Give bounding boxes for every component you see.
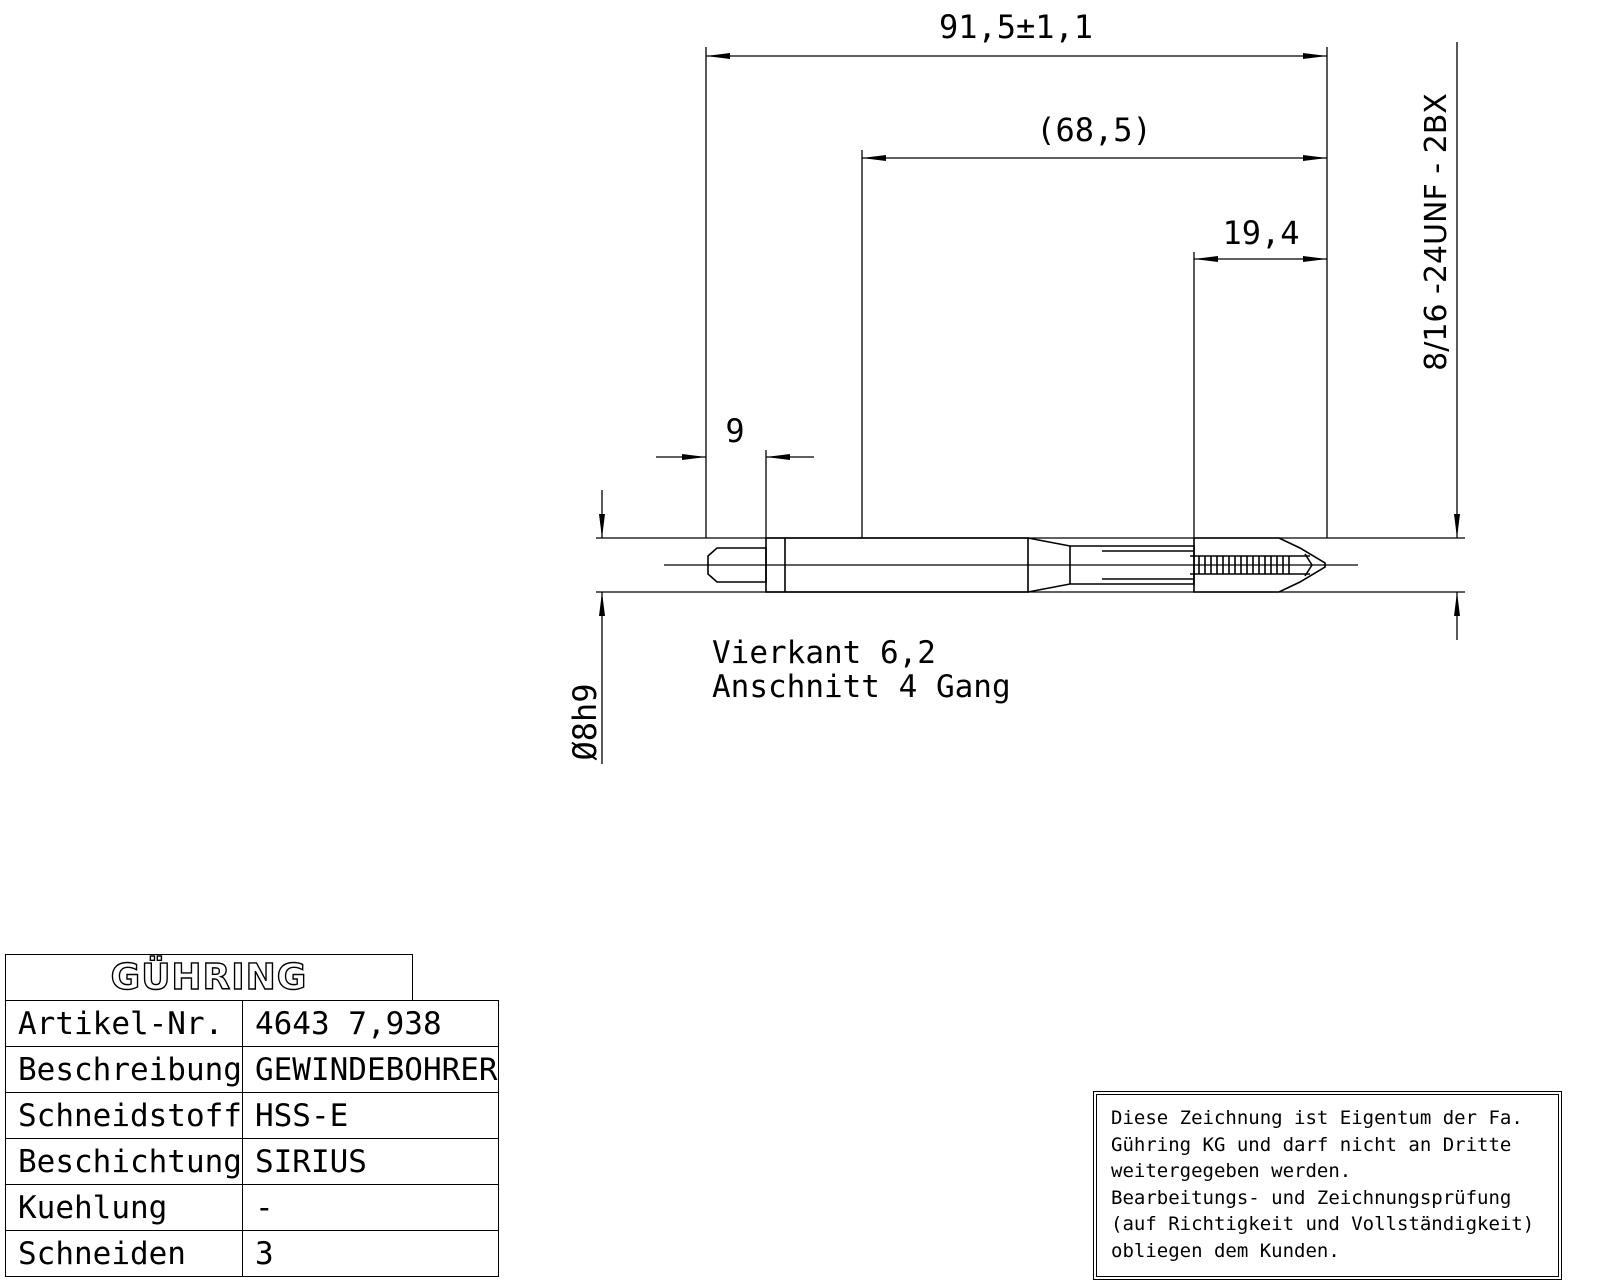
table-row: Schneiden 3 xyxy=(5,1230,499,1277)
article-info-table: Artikel-Nr. 4643 7,938 Beschreibung GEWI… xyxy=(5,1000,499,1277)
row-label: Kuehlung xyxy=(5,1184,243,1231)
reference-length-label: (68,5) xyxy=(1036,111,1152,149)
note-square: Vierkant 6,2 xyxy=(712,635,936,671)
thread-hatch xyxy=(1198,556,1290,574)
row-value: SIRIUS xyxy=(241,1138,499,1185)
disclaimer-line: obliegen dem Kunden. xyxy=(1111,1239,1340,1262)
extension-lines xyxy=(596,47,1465,593)
row-value: - xyxy=(241,1184,499,1231)
table-row: Schneidstoff HSS-E xyxy=(5,1092,499,1139)
overall-length-label: 91,5±1,1 xyxy=(939,8,1093,46)
disclaimer-inner: Diese Zeichnung ist Eigentum der Fa. Güh… xyxy=(1096,1094,1559,1277)
table-row: Beschichtung SIRIUS xyxy=(5,1138,499,1185)
row-label: Schneidstoff xyxy=(5,1092,243,1139)
square-length-label: 9 xyxy=(725,412,744,450)
row-value: 3 xyxy=(241,1230,499,1277)
disclaimer-line: Diese Zeichnung ist Eigentum der Fa. xyxy=(1111,1107,1523,1129)
disclaimer-box: Diese Zeichnung ist Eigentum der Fa. Güh… xyxy=(1093,1091,1562,1280)
table-row: Kuehlung - xyxy=(5,1184,499,1231)
disclaimer-line: (auf Richtigkeit und Vollständigkeit) xyxy=(1111,1213,1535,1235)
row-value: HSS-E xyxy=(241,1092,499,1139)
row-label: Beschichtung xyxy=(5,1138,243,1185)
dimension-lines xyxy=(599,42,1460,764)
company-logo: GÜHRING xyxy=(5,954,413,1000)
logo-text: GÜHRING xyxy=(110,956,308,998)
tap-outline xyxy=(707,537,1326,593)
table-row: Beschreibung GEWINDEBOHRER xyxy=(5,1046,499,1093)
table-row: Artikel-Nr. 4643 7,938 xyxy=(5,1000,499,1047)
shank-diameter-label: Ø8h9 xyxy=(566,683,604,760)
row-label: Schneiden xyxy=(5,1230,243,1277)
disclaimer-line: Gühring KG und darf nicht an Dritte xyxy=(1111,1133,1512,1156)
thread-section xyxy=(1193,537,1326,593)
row-value: 4643 7,938 xyxy=(241,1000,499,1047)
thread-length-label: 19,4 xyxy=(1222,214,1299,252)
shank xyxy=(765,537,1029,593)
thread-spec-label: 8/16 -24UNF - 2BX xyxy=(1419,93,1454,371)
note-chamfer: Anschnitt 4 Gang xyxy=(712,669,1011,705)
row-label: Artikel-Nr. xyxy=(5,1000,243,1047)
row-value: GEWINDEBOHRER xyxy=(241,1046,499,1093)
disclaimer-line: Bearbeitungs- und Zeichnungsprüfung xyxy=(1111,1186,1512,1209)
disclaimer-line: weitergegeben werden. xyxy=(1111,1160,1352,1182)
row-label: Beschreibung xyxy=(5,1046,243,1093)
